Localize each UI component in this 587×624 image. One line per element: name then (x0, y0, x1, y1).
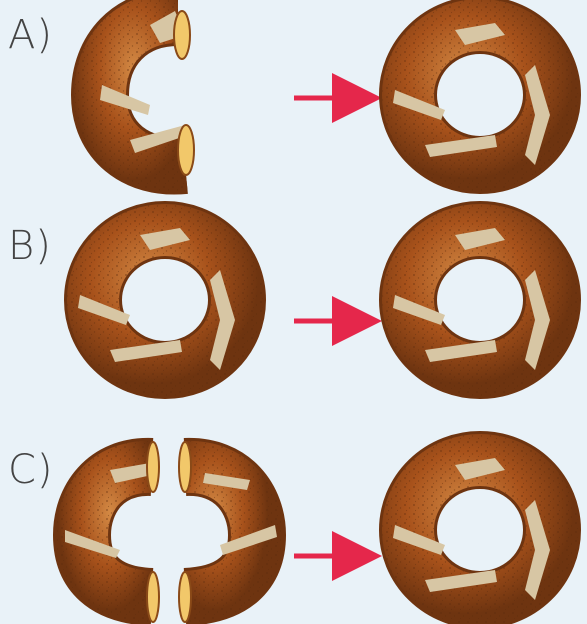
row-a: A) (0, 0, 587, 200)
row-b: B) (0, 205, 587, 405)
row-label: C) (8, 447, 54, 493)
right-half-image (175, 445, 280, 620)
twisted-ring-image (385, 210, 575, 390)
arrow-icon (290, 546, 380, 566)
arrow-icon (290, 311, 380, 331)
twisted-ring-image (385, 440, 575, 620)
row-c: C) (0, 425, 587, 624)
left-half-image (60, 445, 165, 620)
row-label: B) (8, 223, 52, 269)
twisted-ring-image (385, 5, 575, 185)
partial-ring-image (90, 5, 210, 180)
arrow-icon (290, 88, 380, 108)
row-label: A) (8, 12, 53, 58)
twisted-ring-image (70, 210, 260, 390)
